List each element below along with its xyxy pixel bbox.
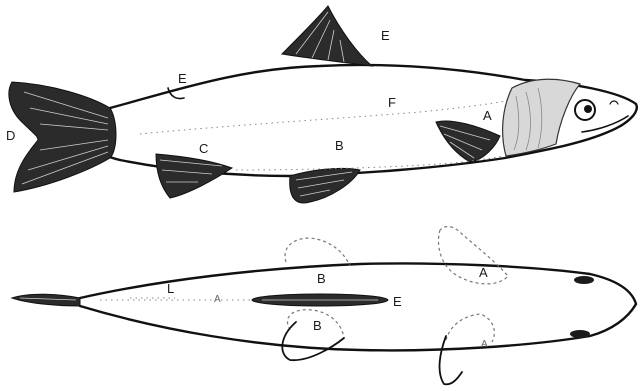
ventral-eye-upper (574, 276, 594, 284)
label-ventral-anal-fin: E (393, 294, 402, 309)
label-lateral-line: F (388, 95, 396, 110)
label-caudal-fin: D (6, 128, 15, 143)
label-pectoral-fin: A (483, 108, 492, 123)
label-ventral-tail: L (167, 281, 174, 296)
label-pelvic-fin: B (335, 138, 344, 153)
nostril (610, 101, 618, 104)
ventral-pectoral-fin-lower (446, 314, 494, 342)
ventral-pelvic-fin-upper (285, 238, 350, 266)
pupil (584, 105, 592, 113)
ventral-view: L A B B E A A (12, 227, 636, 385)
ventral-pectoral-fin-upper (439, 227, 509, 284)
ventral-eye-lower (570, 330, 590, 338)
label-ventral-pectoral-lower: A (481, 339, 488, 350)
ventral-body-outline (80, 263, 636, 350)
ventral-pectoral-fin-lower-outline (440, 336, 462, 384)
label-ventral-mid: A (214, 294, 221, 305)
label-adipose-fin: E (178, 71, 187, 86)
caudal-fin (9, 82, 116, 192)
label-ventral-pelvic-lower: B (313, 318, 322, 333)
pectoral-fin (436, 121, 500, 162)
label-dorsal-fin: E (381, 28, 390, 43)
side-view: E E D C B A F (6, 6, 637, 203)
label-ventral-pelvic-upper: B (317, 271, 326, 286)
pelvic-fin (290, 168, 360, 203)
label-ventral-pectoral-upper: A (479, 265, 488, 280)
dorsal-fin (282, 6, 372, 66)
label-anal-fin: C (199, 141, 208, 156)
